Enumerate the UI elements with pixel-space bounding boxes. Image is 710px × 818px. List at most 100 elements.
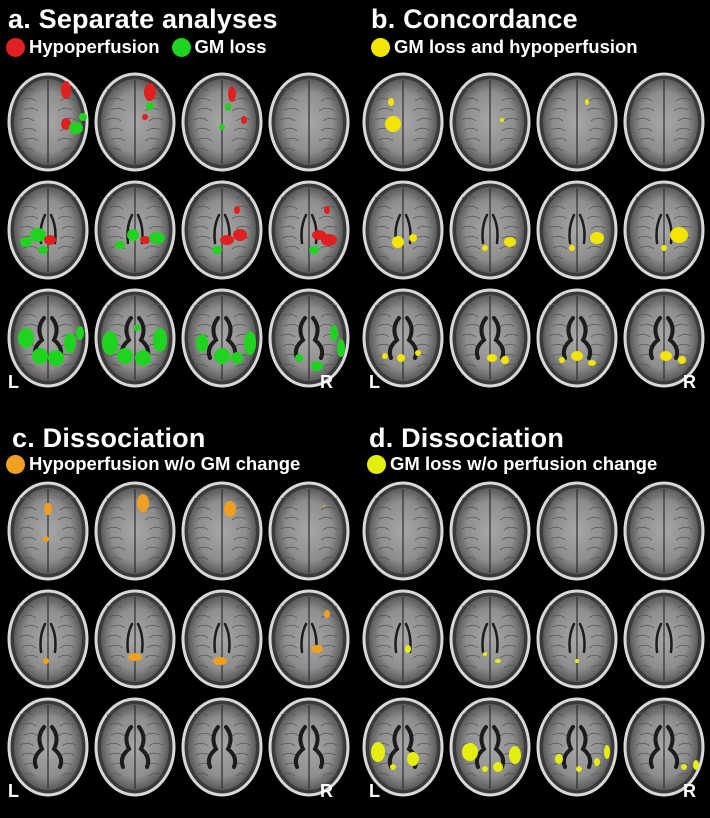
- panel-d: d. Dissociation GM loss w/o perfusion ch…: [355, 409, 710, 818]
- brain-slice: [268, 72, 350, 172]
- activation-cluster: [140, 236, 150, 244]
- legend-label: GM loss: [194, 36, 267, 57]
- panel-a: a. Separate analyses Hypoperfusion GM lo…: [0, 0, 355, 409]
- activation-cluster: [20, 237, 32, 247]
- brain-slice: [623, 697, 705, 797]
- panel-title: d. Dissociation: [369, 423, 565, 453]
- right-hemisphere-label: R: [683, 372, 696, 392]
- activation-cluster: [220, 235, 234, 245]
- activation-cluster: [213, 657, 227, 665]
- panel-title: b. Concordance: [371, 4, 578, 34]
- brain-slice: [94, 72, 176, 172]
- activation-cluster: [61, 118, 71, 130]
- activation-cluster: [76, 326, 84, 340]
- brain-slice-grid: [2, 479, 352, 807]
- activation-cluster: [323, 505, 325, 507]
- brain-slice: [7, 697, 89, 797]
- brain-slice: [449, 72, 531, 172]
- activation-cluster: [569, 245, 575, 251]
- activation-cluster: [79, 113, 87, 121]
- activation-cluster: [324, 610, 330, 618]
- activation-cluster: [38, 246, 48, 254]
- brain-slice: [268, 589, 350, 689]
- activation-cluster: [392, 236, 404, 248]
- brain-slice: [362, 288, 444, 388]
- mri-slices: [362, 72, 705, 388]
- brain-slice: [268, 481, 350, 581]
- brain-slice: [362, 180, 444, 280]
- left-hemisphere-label: L: [8, 781, 19, 801]
- activation-cluster: [324, 206, 330, 214]
- panel-title: c. Dissociation: [12, 423, 206, 453]
- activation-cluster: [244, 331, 256, 355]
- brain-slice: [7, 589, 89, 689]
- activation-cluster: [44, 235, 56, 245]
- activation-cluster: [43, 536, 49, 542]
- activation-cluster: [575, 659, 579, 663]
- brain-slice: [94, 589, 176, 689]
- brain-slice: [362, 481, 444, 581]
- activation-cluster: [224, 501, 236, 517]
- left-hemisphere-label: L: [8, 372, 19, 392]
- activation-cluster: [337, 339, 345, 357]
- brain-slice: [362, 72, 444, 172]
- legend-swatch-orange: [6, 454, 25, 474]
- activation-cluster: [604, 745, 610, 759]
- legend-swatch-red: [6, 37, 25, 57]
- activation-cluster: [495, 659, 501, 663]
- brain-slice-grid: [2, 70, 352, 398]
- activation-cluster: [69, 122, 83, 134]
- activation-cluster: [693, 760, 699, 770]
- activation-cluster: [228, 86, 236, 102]
- activation-cluster: [30, 228, 46, 242]
- brain-slice: [181, 180, 263, 280]
- activation-cluster: [233, 229, 247, 241]
- legend-label: GM loss and hypoperfusion: [394, 36, 638, 57]
- right-hemisphere-label: R: [320, 372, 333, 392]
- legend-label: Hypoperfusion w/o GM change: [29, 453, 301, 474]
- activation-cluster: [559, 357, 565, 363]
- brain-slice: [623, 288, 705, 388]
- brain-slice: [623, 180, 705, 280]
- brain-slice: [449, 481, 531, 581]
- legend-item-gm-loss-only: GM loss w/o perfusion change: [367, 453, 657, 475]
- activation-cluster: [295, 354, 303, 362]
- activation-cluster: [43, 658, 49, 664]
- left-hemisphere-label: L: [369, 372, 380, 392]
- brain-slice: [7, 288, 89, 388]
- legend-item-concordance: GM loss and hypoperfusion: [371, 36, 638, 58]
- legend-label: GM loss w/o perfusion change: [390, 453, 658, 474]
- activation-cluster: [500, 118, 504, 122]
- activation-cluster: [61, 81, 71, 99]
- activation-cluster: [660, 351, 672, 361]
- activation-cluster: [504, 237, 516, 247]
- legend: GM loss w/o perfusion change: [367, 453, 669, 475]
- activation-cluster: [214, 348, 230, 364]
- activation-cluster: [241, 116, 247, 124]
- brain-slice: [536, 697, 618, 797]
- activation-cluster: [146, 102, 154, 110]
- legend-item-gm-loss: GM loss: [171, 36, 267, 58]
- activation-cluster: [462, 743, 478, 761]
- activation-cluster: [225, 103, 231, 111]
- activation-cluster: [407, 752, 419, 766]
- panel-title: a. Separate analyses: [8, 4, 278, 34]
- brain-slice: [181, 72, 263, 172]
- brain-slice: [536, 481, 618, 581]
- brain-slice: [268, 697, 350, 797]
- brain-slice: [7, 72, 89, 172]
- brain-slice: [623, 589, 705, 689]
- activation-cluster: [102, 331, 118, 355]
- activation-cluster: [135, 350, 151, 366]
- right-hemisphere-label: R: [320, 781, 333, 801]
- brain-slice: [94, 180, 176, 280]
- activation-cluster: [483, 652, 487, 656]
- activation-cluster: [388, 98, 394, 106]
- activation-cluster: [397, 354, 405, 362]
- legend-item-hypoperfusion-only: Hypoperfusion w/o GM change: [6, 453, 300, 475]
- activation-cluster: [115, 241, 125, 249]
- activation-cluster: [321, 234, 337, 246]
- activation-cluster: [144, 83, 156, 101]
- legend: Hypoperfusion GM loss: [6, 36, 279, 58]
- brain-slice: [181, 288, 263, 388]
